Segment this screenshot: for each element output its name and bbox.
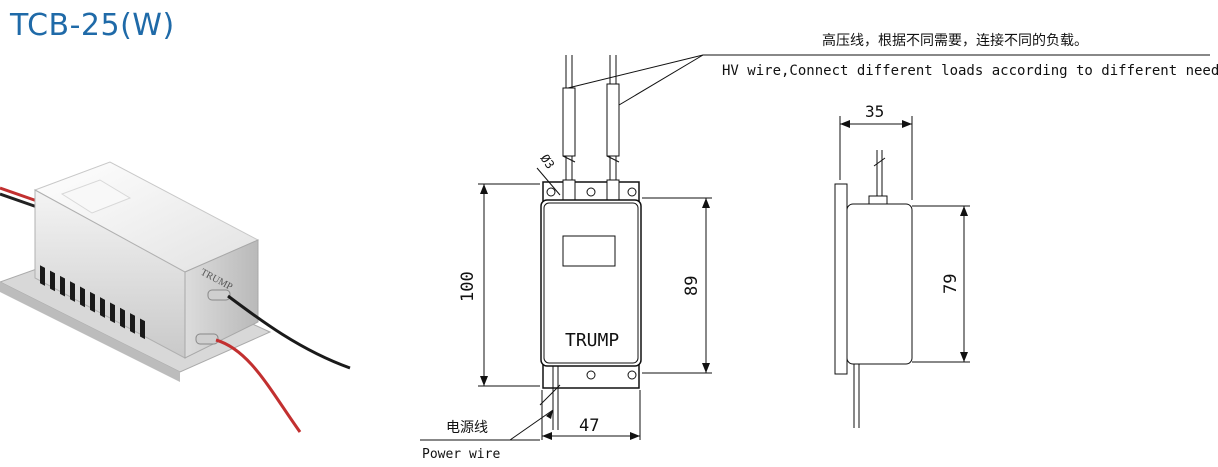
product-title: TCB-25(W) xyxy=(10,8,175,43)
dim-total-height-label: 100 xyxy=(458,271,478,302)
hv-terminals xyxy=(195,289,231,345)
front-brand-label: TRUMP xyxy=(565,330,619,351)
output-wire-black xyxy=(227,294,351,370)
input-wire-black xyxy=(0,192,41,210)
dim-body-height-label: 89 xyxy=(682,276,702,296)
power-wire-en: Power wire xyxy=(422,447,500,462)
dim-width-label: 47 xyxy=(579,416,599,436)
dim-side-height-label: 79 xyxy=(941,274,961,294)
dim-depth-label: 35 xyxy=(865,102,884,121)
output-wire-red xyxy=(215,338,302,433)
input-wire-red xyxy=(0,186,41,204)
product-photo: TRUMP xyxy=(0,161,351,433)
hv-note-cn: 高压线，根据不同需要，连接不同的负载。 xyxy=(822,32,1088,49)
hv-note-en: HV wire,Connect different loads accordin… xyxy=(722,63,1218,79)
power-wire-cn: 电源线 xyxy=(446,420,488,436)
ventilation-slots xyxy=(40,265,145,340)
dim-hole-label: Ø3 xyxy=(538,152,558,172)
